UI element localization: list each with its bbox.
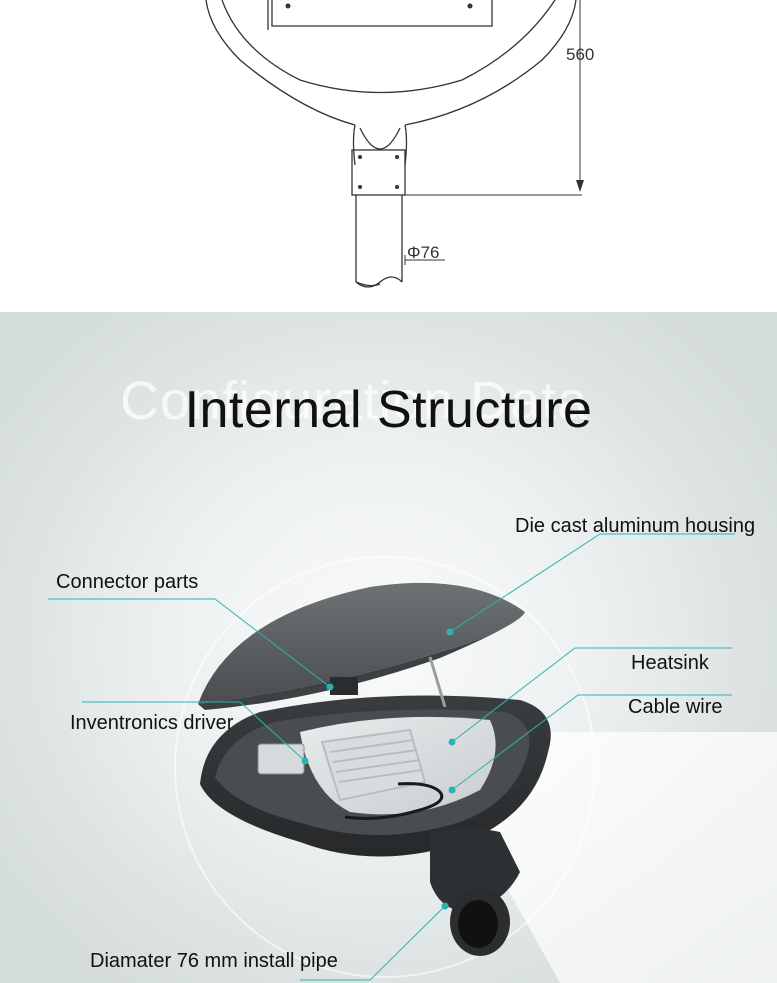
pipe-break [355, 276, 403, 288]
leader-cable [451, 694, 732, 791]
bowl-outer-right [404, 0, 577, 126]
driver-box [257, 743, 305, 775]
lamp-lid [198, 582, 525, 710]
bolt [358, 155, 362, 159]
callout-dot-cable [448, 786, 456, 794]
label-connector: Connector parts [56, 571, 199, 593]
lid-top [198, 582, 525, 704]
technical-drawing: 560 Φ76 [0, 0, 777, 312]
label-housing: Die cast aluminum housing [515, 515, 756, 537]
callout-dot-connector [326, 683, 334, 691]
install-pipe-opening [458, 900, 498, 948]
screw-hole [285, 3, 291, 9]
bolt [358, 185, 362, 189]
lid-edge [198, 612, 525, 710]
diameter-dimension-label: Φ76 [407, 243, 439, 262]
callout-dot-driver [301, 757, 309, 765]
pipe-break-2 [355, 281, 381, 287]
bolt [395, 155, 399, 159]
halo-ring [174, 556, 596, 978]
height-dimension-label: 560 [566, 45, 594, 64]
lamp-outline-drawing: 560 Φ76 [205, 0, 594, 288]
mounting-bracket [351, 149, 406, 196]
leader-driver [82, 701, 306, 762]
dimension-arrow [576, 180, 584, 192]
callout-dot-pipe [441, 902, 449, 910]
bowl-inner [221, 0, 556, 94]
housing-neck [430, 828, 520, 912]
leader-housing [449, 533, 735, 633]
lid-support-strut [428, 656, 447, 708]
label-cable: Cable wire [628, 696, 723, 718]
bowl-top-plate [271, 0, 493, 27]
callout-dot-heatsink [448, 738, 456, 746]
leader-heatsink [451, 647, 732, 743]
callout-lines [48, 533, 735, 981]
bolt [395, 185, 399, 189]
neck-inner-curve [359, 127, 401, 150]
leader-pipe [300, 905, 446, 981]
neck-left-outer [352, 124, 356, 166]
label-pipe: Diamater 76 mm install pipe [90, 950, 338, 972]
internal-structure-section: Configuration Data Internal Structure Di… [0, 312, 777, 983]
label-driver: Inventronics driver [70, 712, 234, 734]
section-title: Internal Structure [184, 381, 593, 439]
callout-dot-housing [446, 628, 454, 636]
label-heatsink: Heatsink [631, 652, 709, 674]
background-floor [48, 533, 777, 983]
hinge-connector [330, 677, 358, 695]
leader-connector [48, 598, 331, 688]
bowl-outer-left [205, 0, 356, 126]
cable-wire [344, 782, 444, 820]
ghost-background-text: Configuration Data [120, 371, 589, 431]
screw-hole [467, 3, 473, 9]
